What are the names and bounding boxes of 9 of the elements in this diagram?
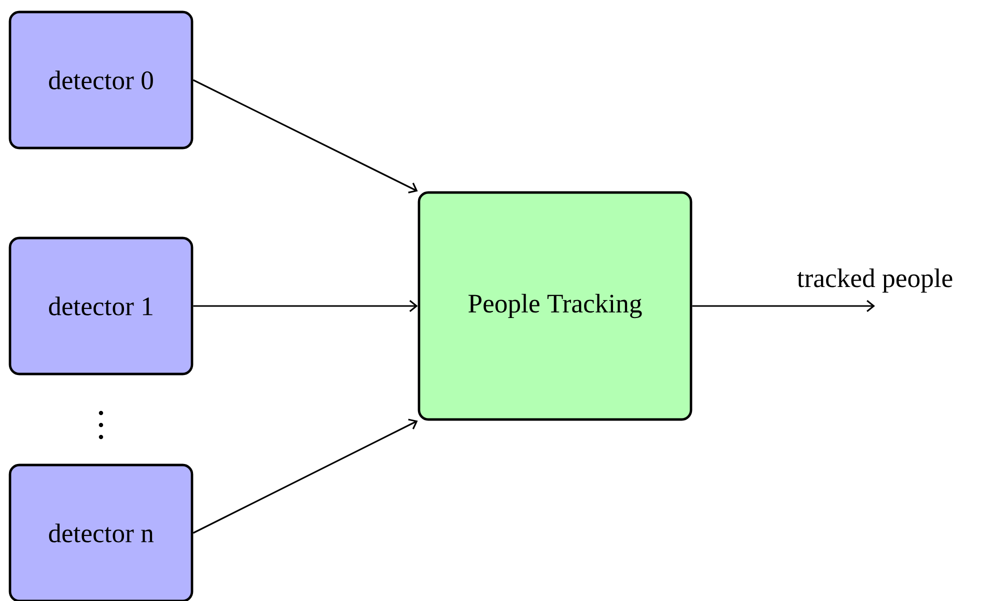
- arrow: [192, 79, 418, 194]
- detector-box: detector n: [8, 464, 194, 601]
- detector-box: detector 1: [8, 236, 194, 376]
- arrow: [192, 418, 418, 534]
- arrow: [692, 300, 876, 312]
- process-box: People Tracking: [418, 191, 692, 421]
- edge-label: tracked people: [797, 268, 952, 293]
- detector-box: detector 0: [8, 10, 194, 150]
- arrow: [193, 300, 418, 312]
